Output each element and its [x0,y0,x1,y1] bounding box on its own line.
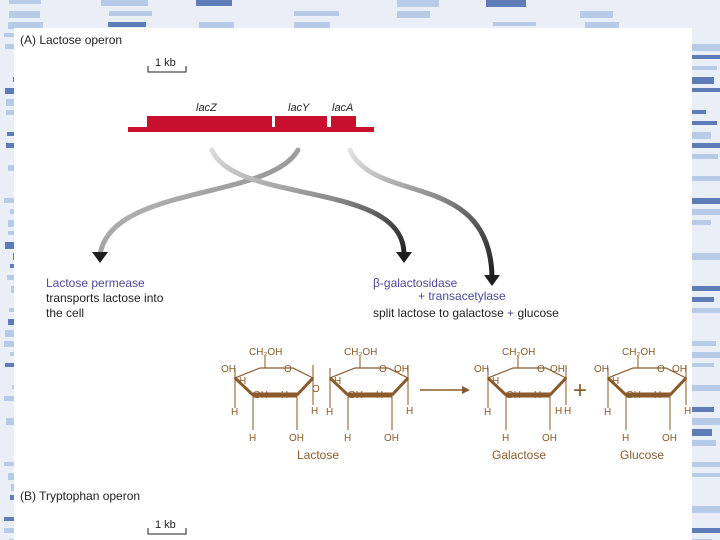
arrowhead-permease [92,252,108,263]
ring-atom-label: O [312,384,320,395]
ring-atom-label: OH [506,390,521,401]
product-permease: Lactose permease transports lactose into… [46,276,164,320]
ring-atom-label: OH [253,390,268,401]
permease-name: Lactose permease [46,276,145,290]
ring-atom-label: H [534,390,541,401]
ring-atom-label: H [502,433,509,444]
lac-operon-gene-map: lacZ lacY lacA [128,102,374,132]
ring-atom-label: CH₂OH [249,347,282,358]
ring-atom-label: OH [384,433,399,444]
panel-b-title: (B) Tryptophan operon [20,489,140,503]
product-galactosidase: β-galactosidase + transacetylase split l… [373,276,559,320]
ring-atom-label: OH [626,390,641,401]
ring-atom-label: H [555,406,562,417]
curved-arrow-lacY-to-permease [97,147,301,258]
ring-atom-label: OH [221,364,236,375]
ring-atom-label: O [657,364,665,375]
ring-atom-label: OH [394,364,409,375]
curved-arrow-icons [92,147,500,286]
curved-arrow-lacA-to-transacetylase [347,147,495,280]
ring-atom-label: CH₂OH [502,347,535,358]
ring-atom-label: OH [289,433,304,444]
ring-atom-label: H [654,390,661,401]
ring-atom-label: H [406,406,413,417]
ring-atom-label: H [684,406,691,417]
scale-label-b: 1 kb [155,519,176,531]
ring-bond [668,376,688,397]
lacY-label: lacY [288,102,310,114]
permease-desc-line1: transports lactose into [46,291,164,305]
lactose-label: Lactose [297,448,339,462]
ring-bond [606,376,628,397]
ring-bond [486,376,508,397]
curved-arrow-lacZ-to-galactosidase [209,147,407,258]
ring-atom-label: H [231,407,238,418]
ring-bond [295,376,315,397]
ring-atom-label: O [284,364,292,375]
ring-bond [548,376,568,397]
ring-atom-label: OH [474,364,489,375]
galactose-label: Galactose [492,448,546,462]
galactosidase-desc: split lactose to galactose + glucose [373,306,559,320]
ring-atom-label: H [344,433,351,444]
ring-atom-label: H [612,376,619,387]
ring-atom-label: H [239,376,246,387]
ring-bond [328,376,350,397]
transacetylase-name: + transacetylase [418,289,506,303]
ring-bond [390,376,410,397]
ring-bond [233,376,255,397]
lacA-label: lacA [332,102,353,114]
ring-atom-label: CH₂OH [344,347,377,358]
ring-atom-label: OH [550,364,565,375]
ring-atom-label: H [604,407,611,418]
ring-atom-label: H [281,390,288,401]
reaction-arrow-icon [420,386,470,394]
lacA-gene [331,116,356,130]
ring-atom-label: OH [662,433,677,444]
scale-bar-b: 1 kb [147,519,187,535]
ring-atom-label: OH [542,433,557,444]
lacZ-gene [147,116,272,130]
ring-atom-label: H [564,406,571,417]
ring-atom-label: OH [348,390,363,401]
galactosidase-name: β-galactosidase [373,276,458,290]
ring-atom-label: H [326,407,333,418]
scale-bar-a: 1 kb [147,57,187,73]
ring-atom-label: O [379,364,387,375]
ring-atom-label: H [484,407,491,418]
ring-atom-label: H [376,390,383,401]
glucose-label: Glucose [620,448,664,462]
ring-atom-label: OH [594,364,609,375]
arrowhead-transacetylase [484,275,500,286]
panel-a-title: (A) Lactose operon [20,33,122,47]
ring-atom-label: CH₂OH [622,347,655,358]
ring-atom-label: H [311,406,318,417]
ring-atom-label: OH [672,364,687,375]
ring-atom-label: H [492,376,499,387]
arrowhead-galactosidase [396,252,412,263]
lacZ-label: lacZ [196,102,218,114]
lacY-gene [275,116,327,130]
scale-label-a: 1 kb [155,57,176,69]
ring-atom-label: O [537,364,545,375]
figure-panel [14,28,692,540]
permease-desc-line2: the cell [46,306,84,320]
ring-atom-label: H [249,433,256,444]
ring-atom-label: H [334,376,341,387]
ring-atom-label: H [622,433,629,444]
reaction-plus: + [573,377,587,404]
